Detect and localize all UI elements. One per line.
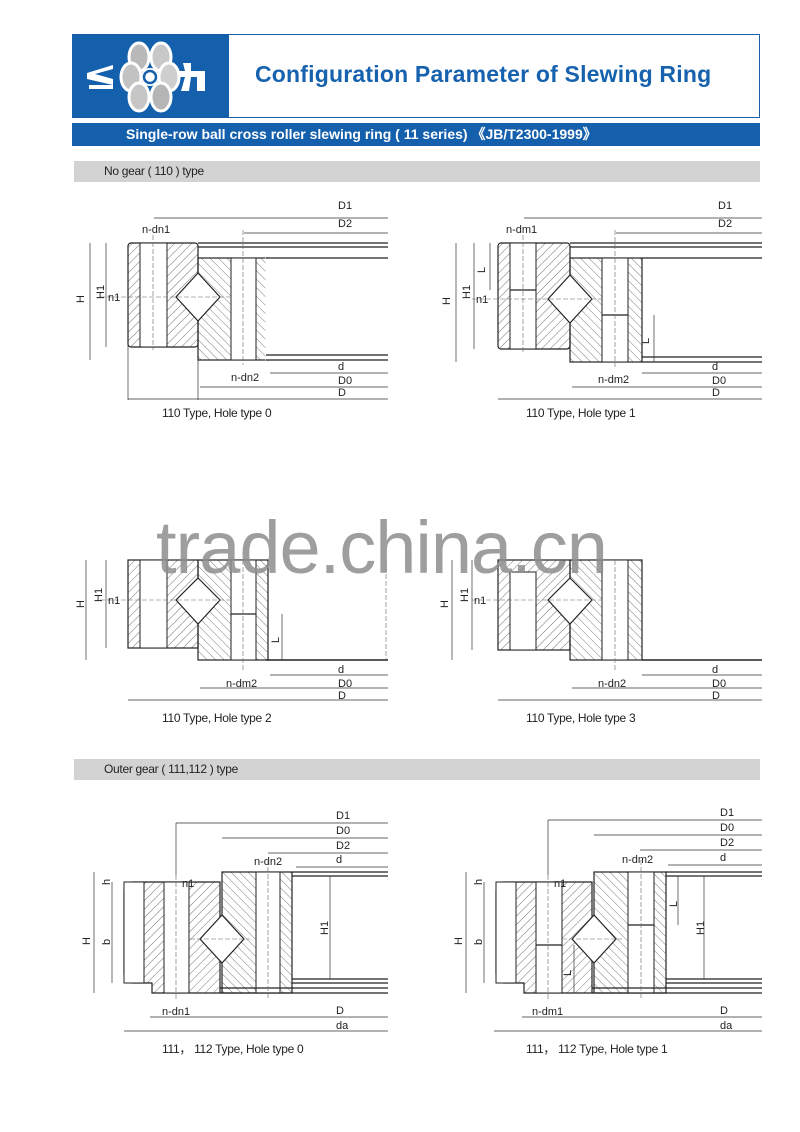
page-title: Configuration Parameter of Slewing Ring [255,61,712,87]
svg-text:H: H [439,600,451,608]
diagram-111-112-hole-type-1: D1 D0 D2 d n-dm2 H b h n1 H1 L L n-dm1 D… [453,807,762,1032]
svg-text:n1: n1 [554,878,566,890]
diagram-110-hole-type-2: H H1 L n1 n-dm2 d D0 D [75,559,388,702]
svg-text:D0: D0 [338,375,352,387]
svg-text:H1: H1 [461,285,473,299]
caption-110-hole-type-2: 110 Type, Hole type 2 [162,711,272,725]
svg-text:D2: D2 [336,840,350,852]
svg-text:D0: D0 [712,375,726,387]
svg-text:D0: D0 [338,678,352,690]
caption-111-112-hole-type-1: 111， 112 Type, Hole type 1 [526,1042,668,1056]
svg-text:n1: n1 [108,292,120,304]
svg-text:L: L [270,637,282,643]
svg-text:n-dm2: n-dm2 [598,374,629,386]
svg-text:D0: D0 [336,825,350,837]
svg-text:L: L [562,970,574,976]
svg-text:n1: n1 [474,595,486,607]
svg-text:d: d [338,664,344,676]
svg-text:H1: H1 [93,588,105,602]
svg-text:da: da [336,1020,349,1032]
svg-text:d: d [336,854,342,866]
svg-text:h: h [473,879,485,885]
svg-text:D: D [338,387,346,399]
section-header-outer-gear: Outer gear ( 111,112 ) type [74,759,760,780]
series-subtitle-bar: Single-row ball cross roller slewing rin… [72,123,760,146]
svg-text:D2: D2 [338,218,352,230]
svg-text:D1: D1 [720,807,734,819]
svg-text:D1: D1 [336,810,350,822]
svg-text:L: L [476,267,488,273]
svg-text:n-dm2: n-dm2 [622,854,653,866]
svg-text:H1: H1 [95,285,107,299]
svg-text:n-dn2: n-dn2 [598,678,626,690]
svg-text:H: H [81,937,93,945]
svg-text:d: d [720,852,726,864]
caption-110-hole-type-3: 110 Type, Hole type 3 [526,711,636,725]
svg-text:H1: H1 [319,921,331,935]
svg-text:H: H [75,295,87,303]
svg-text:D: D [720,1005,728,1017]
svg-text:b: b [101,939,113,945]
svg-text:D1: D1 [338,200,352,212]
svg-text:D: D [338,690,346,702]
svg-text:n-dm1: n-dm1 [532,1006,563,1018]
watermark: trade.china.cn [156,506,608,589]
caption-110-hole-type-0: 110 Type, Hole type 0 [162,406,272,420]
svg-text:L: L [668,901,680,907]
svg-text:H: H [75,600,87,608]
svg-text:D2: D2 [718,218,732,230]
svg-text:L: L [640,338,652,344]
svg-text:d: d [712,664,718,676]
svg-text:D: D [336,1005,344,1017]
svg-text:H: H [441,297,453,305]
company-logo-icon [73,35,229,117]
svg-text:h: h [101,879,113,885]
diagram-110-hole-type-3: H H1 n1 n-dn2 d D0 D [439,559,762,702]
svg-text:b: b [473,939,485,945]
caption-111-112-hole-type-0: 111， 112 Type, Hole type 0 [162,1042,304,1056]
svg-text:d: d [338,361,344,373]
caption-110-hole-type-1: 110 Type, Hole type 1 [526,406,636,420]
svg-text:d: d [712,361,718,373]
svg-text:H1: H1 [459,588,471,602]
svg-text:H1: H1 [695,921,707,935]
svg-text:D: D [712,387,720,399]
svg-text:H: H [453,937,465,945]
section-header-no-gear: No gear ( 110 ) type [74,161,760,182]
svg-text:D0: D0 [720,822,734,834]
svg-text:n-dn1: n-dn1 [142,224,170,236]
svg-text:n-dm1: n-dm1 [506,224,537,236]
svg-text:da: da [720,1020,733,1032]
svg-text:n1: n1 [108,595,120,607]
svg-text:n-dn2: n-dn2 [231,372,259,384]
svg-text:D: D [712,690,720,702]
page-header: Configuration Parameter of Slewing Ring [72,34,760,118]
svg-text:n1: n1 [476,294,488,306]
svg-text:D1: D1 [718,200,732,212]
diagram-110-hole-type-1: D1 D2 n-dm1 H H1 L L n1 n-dm2 d D0 D [441,200,762,400]
svg-text:D0: D0 [712,678,726,690]
svg-text:n-dm2: n-dm2 [226,678,257,690]
svg-text:D2: D2 [720,837,734,849]
svg-text:n1: n1 [182,878,194,890]
svg-text:n-dn1: n-dn1 [162,1006,190,1018]
diagram-110-hole-type-0: D1 D2 n-dn1 H H1 n1 n-dn2 d D0 D [75,200,389,400]
diagram-111-112-hole-type-0: D1 D0 D2 d n-dn2 H b h n1 H1 n-dn1 D da [81,810,388,1032]
